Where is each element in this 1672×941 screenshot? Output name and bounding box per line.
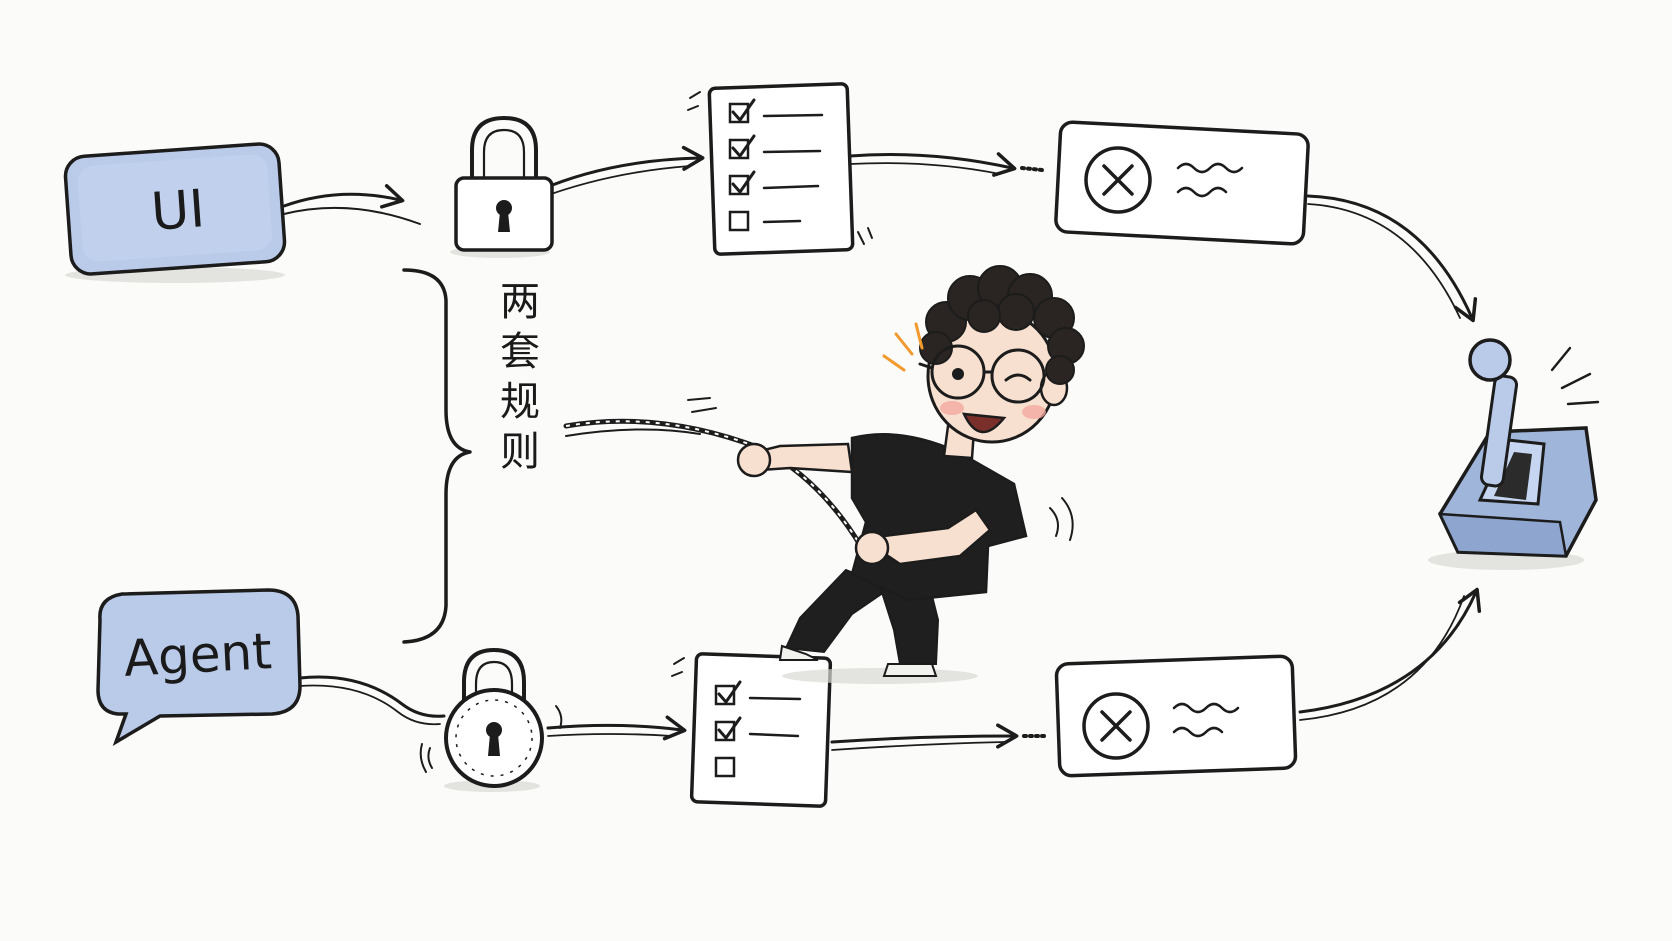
bottom-row-connectors (298, 587, 1482, 751)
checklist-item-unchecked (728, 210, 802, 232)
rope-pulling-person-icon (563, 265, 1085, 684)
top-row-connectors (282, 145, 1478, 323)
combination-padlock-icon (419, 648, 563, 792)
brace-label: 两套规则 (493, 280, 539, 480)
checklist-item-checked (714, 716, 800, 742)
checklist-item-checked (728, 134, 822, 160)
checklist-item-checked (714, 680, 802, 706)
agent-label: Agent (122, 622, 273, 688)
hair (919, 265, 1085, 385)
checklist-icon-bottom (671, 652, 833, 808)
ui-label: UI (149, 179, 206, 243)
error-card-icon-top (1054, 120, 1310, 246)
checklist-icon-top (687, 82, 873, 256)
agent-speech-bubble: Agent (96, 588, 302, 746)
ui-source-box: UI (63, 142, 287, 283)
error-card-icon-bottom (1054, 654, 1298, 778)
checklist-item-checked (728, 98, 824, 124)
joystick-lever-icon (1428, 338, 1600, 570)
rules-brace (402, 268, 472, 644)
checklist-item-checked (728, 170, 820, 196)
padlock-icon (450, 116, 554, 258)
checklist-item-unchecked (714, 756, 736, 778)
